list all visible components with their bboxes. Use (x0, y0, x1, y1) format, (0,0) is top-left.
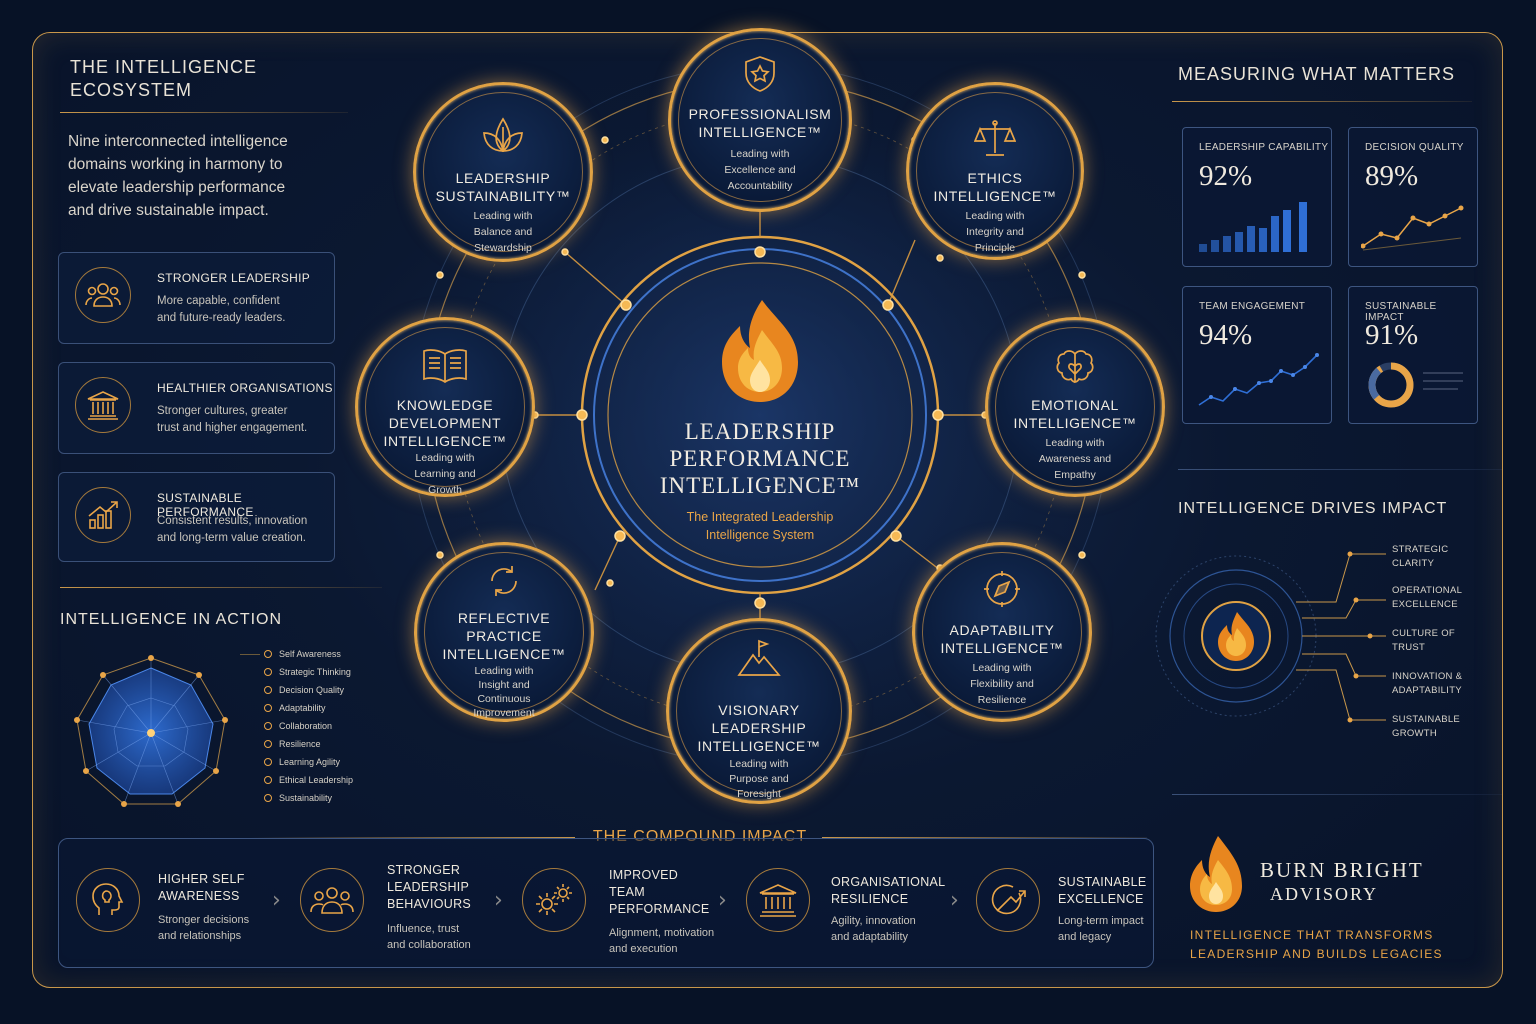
donut-chart (1368, 362, 1463, 408)
benefit-card-performance: SUSTAINABLE PERFORMANCE Consistent resul… (58, 472, 335, 562)
mountain-flag-icon (737, 639, 781, 676)
legend-item: Self Awareness (279, 649, 341, 659)
gears-icon (522, 868, 586, 932)
benefit-title: HEALTHIER ORGANISATIONS (157, 381, 333, 395)
benefit-title: SUSTAINABLE PERFORMANCE (157, 491, 254, 519)
chevron-right-icon: › (272, 888, 281, 913)
team-icon (300, 868, 364, 932)
target-arrow-icon (976, 868, 1040, 932)
divider (60, 112, 348, 113)
action-title: INTELLIGENCE IN ACTION (60, 611, 283, 628)
impact-radial (1155, 551, 1386, 723)
radar-chart (74, 655, 228, 807)
kpi-team-engagement: TEAM ENGAGEMENT 94% (1182, 286, 1332, 424)
compass-icon (984, 571, 1020, 607)
chevron-right-icon: › (494, 888, 503, 913)
legend-item: Learning Agility (279, 757, 341, 767)
scales-icon (974, 120, 1016, 156)
divider (822, 837, 1147, 838)
people-icon (75, 267, 131, 323)
kpi-leadership-capability: LEADERSHIP CAPABILITY 92% (1182, 127, 1332, 267)
legend-item: Sustainability (279, 793, 333, 803)
benefit-card-leadership: STRONGER LEADERSHIP More capable, confid… (58, 252, 335, 344)
book-icon (423, 349, 467, 384)
bar-sparkline (1199, 202, 1307, 252)
divider (60, 587, 382, 588)
chevron-right-icon: › (950, 888, 959, 913)
drives-title: INTELLIGENCE DRIVES IMPACT (1178, 500, 1448, 517)
kpi-decision-quality: DECISION QUALITY 89% (1348, 127, 1478, 267)
kpi-sustainable-impact: SUSTAINABLE IMPACT 91% (1348, 286, 1478, 424)
compound-panel (58, 838, 1154, 968)
divider (250, 837, 575, 838)
legend-item: Ethical Leadership (279, 775, 354, 785)
shield-star-icon (745, 56, 775, 92)
legend-item: Collaboration (279, 721, 333, 731)
legend-item: Adaptability (279, 703, 326, 713)
flame-icon (722, 300, 798, 402)
measure-title: MEASURING WHAT MATTERS (1178, 64, 1456, 84)
growth-chart-icon (75, 487, 131, 543)
benefit-title: STRONGER LEADERSHIP (157, 271, 311, 285)
divider (1172, 101, 1472, 102)
legend-item: Strategic Thinking (279, 667, 351, 677)
flame-icon (1218, 612, 1254, 661)
head-bulb-icon (76, 868, 140, 932)
brain-heart-icon (1056, 350, 1094, 383)
line-sparkline (1198, 353, 1319, 406)
legend-item: Decision Quality (279, 685, 345, 695)
chevron-right-icon: › (718, 888, 727, 913)
institution-icon (75, 377, 131, 433)
leaf-icon (483, 117, 523, 153)
legend-item: Resilience (279, 739, 321, 749)
impact-label: INNOVATION &ADAPTABILITY (1392, 671, 1463, 696)
divider (1178, 469, 1502, 470)
divider (1172, 794, 1502, 795)
cycle-icon (491, 566, 517, 596)
building-icon (746, 868, 810, 932)
brand-flame-logo (1190, 836, 1242, 912)
line-sparkline (1361, 205, 1464, 251)
benefit-card-organisations: HEALTHIER ORGANISATIONS Stronger culture… (58, 362, 335, 454)
